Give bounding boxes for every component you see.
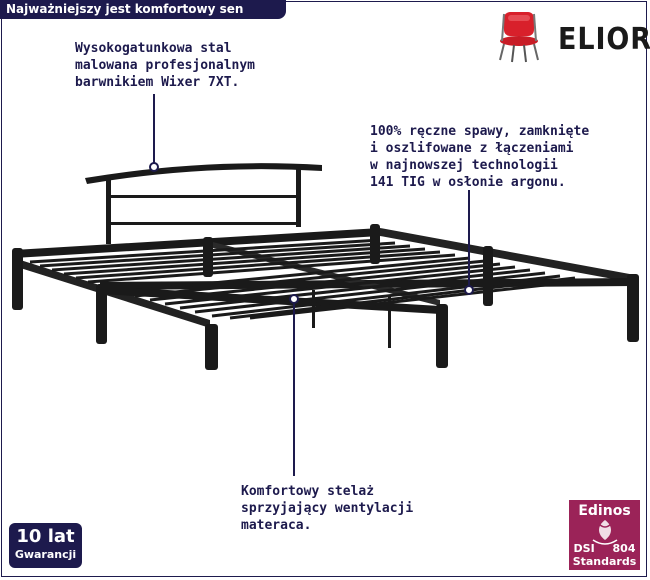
header-title: Najważniejszy jest komfortowy sen: [0, 0, 286, 19]
annotation-steel: Wysokogatunkowa stal malowana profesjona…: [75, 41, 256, 90]
warranty-badge: 10 lat Gwarancji: [9, 523, 82, 568]
warranty-years: 10 lat: [16, 526, 75, 547]
edinos-emblem-icon: [592, 520, 618, 545]
marker-dot-steel: [149, 162, 159, 172]
marker-dot-welds: [464, 285, 474, 295]
leader-line-steel: [153, 94, 155, 164]
annotation-welds: 100% ręczne spawy, zamknięte i oszlifowa…: [370, 124, 590, 190]
red-chair-icon: [499, 12, 539, 63]
edinos-code-right: 804: [612, 542, 636, 555]
edinos-title: Edinos: [578, 503, 631, 519]
annotation-slats: Komfortowy stelaż sprzyjający wentylacji…: [241, 484, 414, 533]
leader-line-welds: [468, 190, 470, 286]
leader-line-slats: [293, 304, 295, 476]
warranty-label: Gwarancji: [14, 548, 77, 561]
edinos-code: DSI 804: [569, 542, 640, 555]
edinos-standards-badge: Edinos DSI 804 Standards: [569, 500, 640, 570]
marker-dot-slats: [289, 294, 299, 304]
edinos-code-left: DSI: [573, 542, 595, 555]
brand-name: ELIOR: [558, 22, 650, 57]
edinos-subtitle: Standards: [572, 555, 637, 568]
brand-logo: [499, 12, 539, 63]
